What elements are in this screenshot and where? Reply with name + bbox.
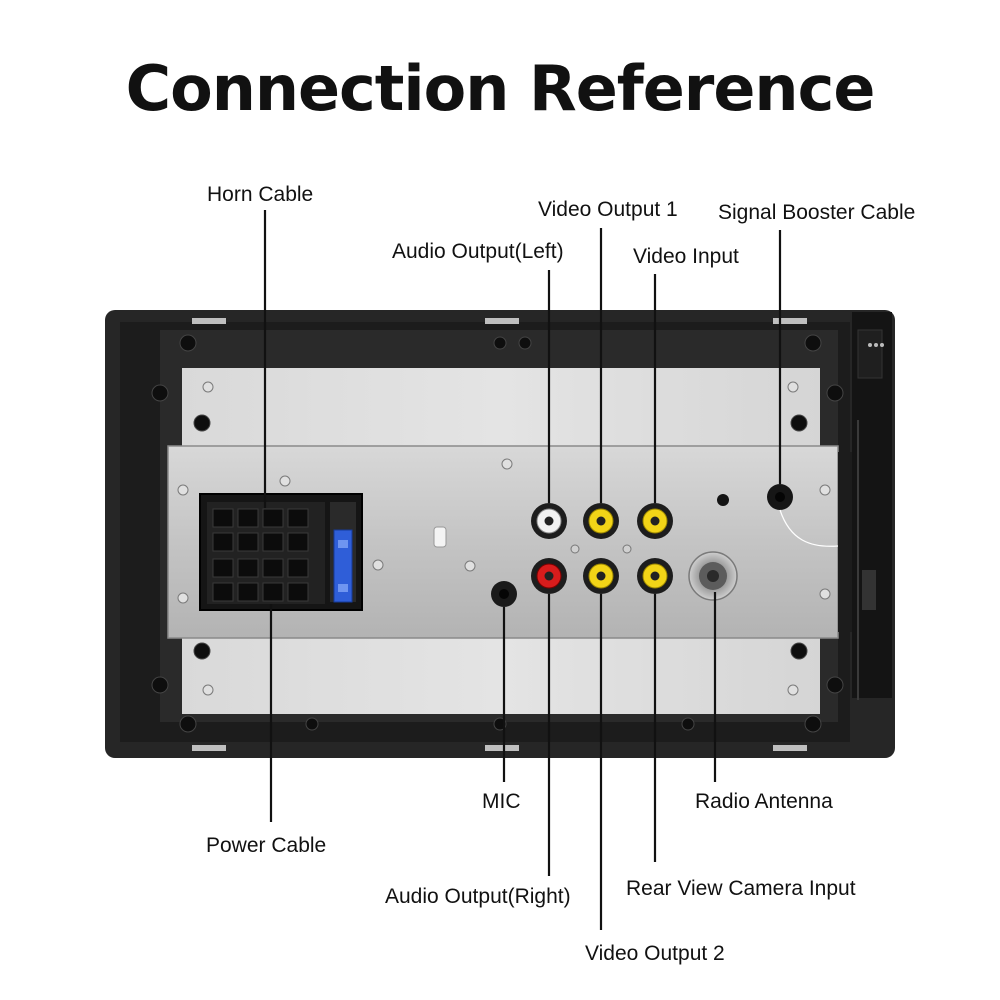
label-radio-antenna: Radio Antenna [695, 790, 833, 813]
rca-audio-left-jack [531, 503, 567, 539]
mic-jack [491, 581, 517, 607]
lower-metal-panel [182, 636, 820, 714]
rca-video-input-jack [637, 503, 673, 539]
rca-rear-camera-jack [637, 558, 673, 594]
label-signal-booster-cable: Signal Booster Cable [718, 201, 916, 224]
rca-audio-right-jack [531, 558, 567, 594]
label-rear-view-camera-input: Rear View Camera Input [626, 877, 856, 900]
label-audio-output-right: Audio Output(Right) [385, 885, 571, 908]
label-horn-cable: Horn Cable [207, 183, 314, 206]
label-audio-output-left: Audio Output(Left) [392, 240, 564, 263]
signal-booster-port [767, 484, 793, 510]
label-video-output-2: Video Output 2 [585, 942, 725, 965]
rca-video-output-2-jack [583, 558, 619, 594]
label-video-output-1: Video Output 1 [538, 198, 678, 221]
iso-power-connector [199, 493, 363, 611]
label-power-cable: Power Cable [206, 834, 327, 857]
page-title: Connection Reference [125, 52, 876, 125]
upper-metal-panel [182, 368, 820, 448]
label-video-input: Video Input [633, 245, 739, 268]
rca-video-output-1-jack [583, 503, 619, 539]
radio-antenna-socket [688, 551, 738, 601]
label-mic: MIC [482, 790, 521, 813]
